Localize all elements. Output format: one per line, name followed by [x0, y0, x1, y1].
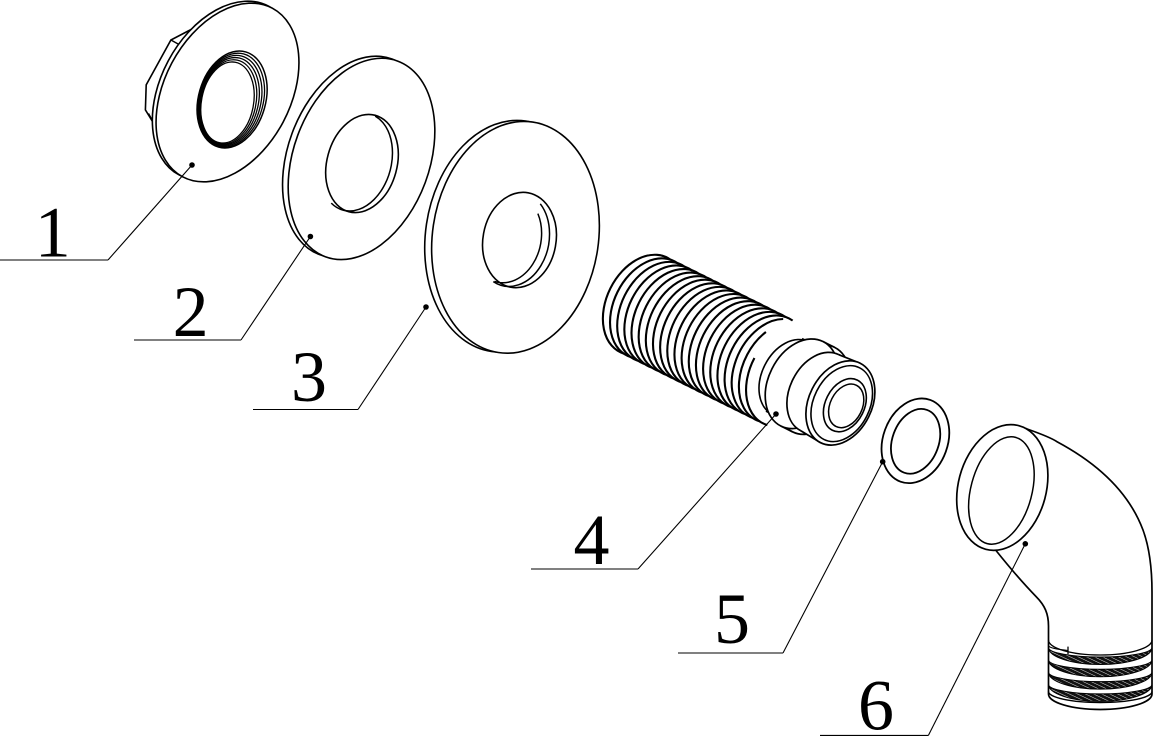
svg-text:3: 3: [291, 337, 327, 417]
svg-text:5: 5: [714, 579, 750, 659]
svg-text:2: 2: [173, 272, 209, 352]
svg-text:1: 1: [35, 193, 71, 273]
svg-text:6: 6: [858, 666, 894, 742]
svg-text:4: 4: [574, 500, 610, 580]
